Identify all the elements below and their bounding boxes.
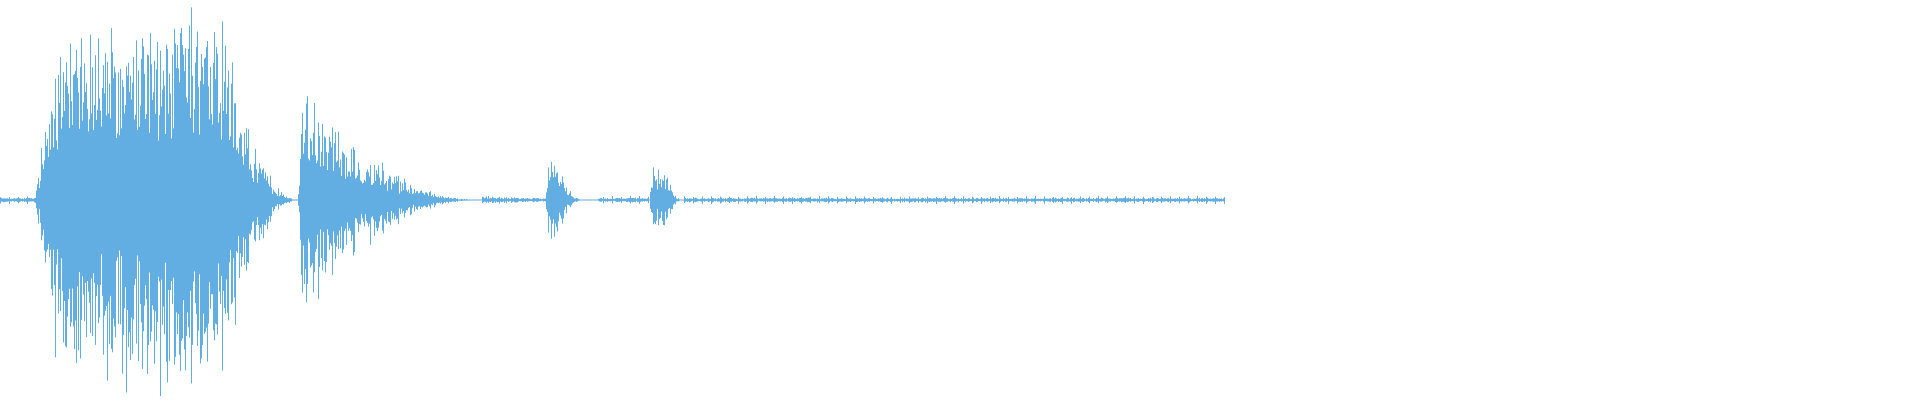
waveform-samples [0, 7, 1225, 397]
